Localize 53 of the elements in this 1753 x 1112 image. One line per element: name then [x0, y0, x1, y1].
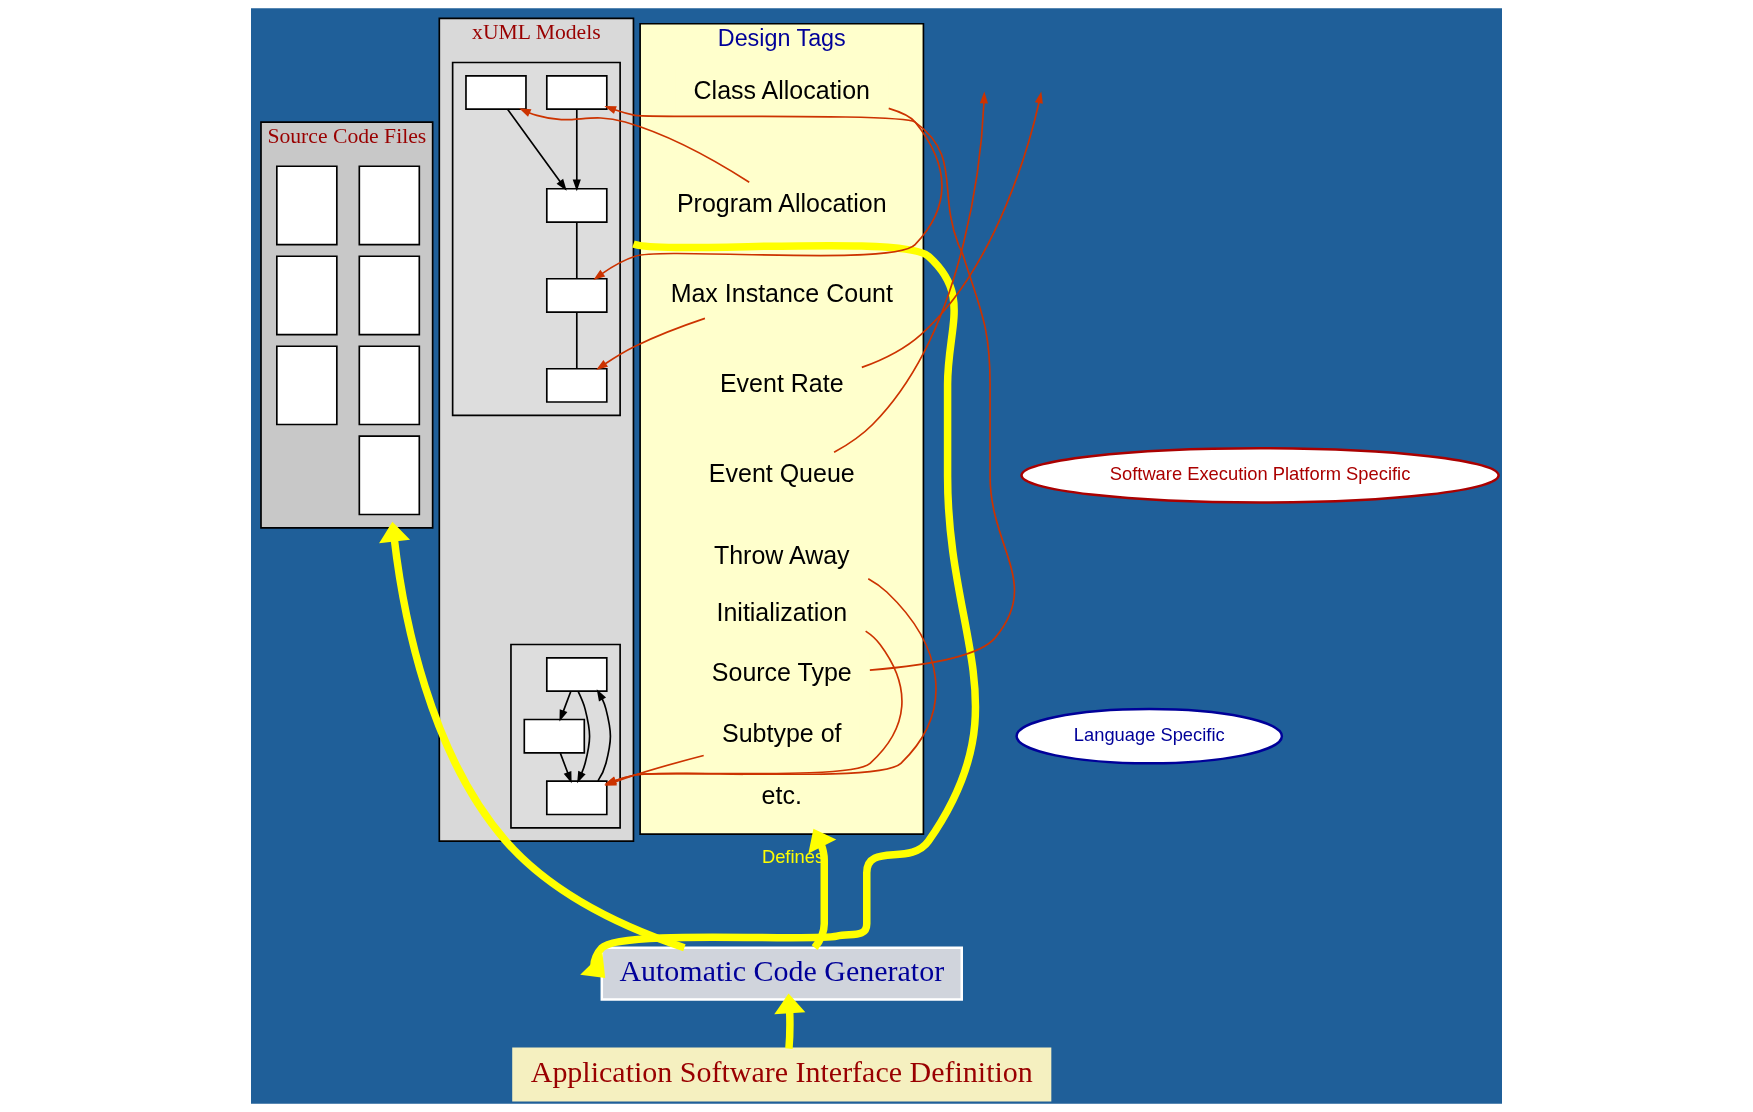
arrow	[559, 690, 572, 722]
arrow	[833, 91, 988, 454]
node-text: Event Queue	[708, 458, 855, 487]
node-box: Application Software Interface Definition	[512, 1047, 1052, 1102]
node-box	[545, 657, 608, 692]
arrow	[861, 91, 1043, 369]
node-ellipse: Software Execution Platform Specific	[1020, 447, 1500, 504]
arrow	[379, 521, 686, 952]
arrow	[596, 317, 706, 371]
arrow	[580, 240, 979, 978]
cluster	[451, 61, 621, 417]
arrow	[774, 993, 806, 1049]
node-box	[523, 718, 586, 754]
node-box	[358, 435, 421, 516]
node-box	[545, 780, 608, 816]
node-box	[276, 345, 338, 426]
node-box	[545, 187, 608, 223]
arrow	[604, 630, 903, 785]
node-text: Throw Away	[713, 540, 850, 569]
cluster: xUML Models	[438, 17, 635, 843]
arrow	[808, 828, 837, 950]
cluster: Source Code Files	[260, 121, 434, 529]
node-box	[276, 255, 338, 336]
arrow	[596, 689, 612, 782]
node-text: Subtype of	[722, 719, 842, 748]
connector	[575, 221, 578, 280]
node-text: Max Instance Count	[670, 278, 893, 307]
arrow	[593, 107, 943, 281]
arrow	[604, 106, 1016, 671]
node-box	[545, 277, 608, 313]
node-box: Automatic Code Generator	[600, 946, 963, 1001]
node-box	[465, 75, 527, 110]
node-box	[276, 165, 338, 246]
cluster	[510, 643, 621, 829]
node-text: Program Allocation	[676, 188, 887, 217]
node-box	[358, 345, 421, 426]
arrow	[519, 108, 751, 184]
node-box	[358, 165, 421, 246]
arrow	[559, 752, 572, 784]
connector	[575, 311, 578, 370]
node-text: Source Type	[711, 657, 852, 686]
node-box	[545, 75, 608, 110]
arrow	[572, 108, 581, 192]
node-box	[358, 255, 421, 336]
node-text: Event Rate	[719, 368, 844, 397]
arrow	[604, 754, 705, 786]
node-box	[545, 367, 608, 403]
arrow	[577, 690, 591, 784]
arrow	[506, 108, 567, 191]
arrow	[604, 577, 937, 785]
node-text: Class Allocation	[693, 75, 870, 104]
node-ellipse: Language Specific	[1015, 707, 1284, 765]
node-text: Initialization	[716, 598, 848, 627]
